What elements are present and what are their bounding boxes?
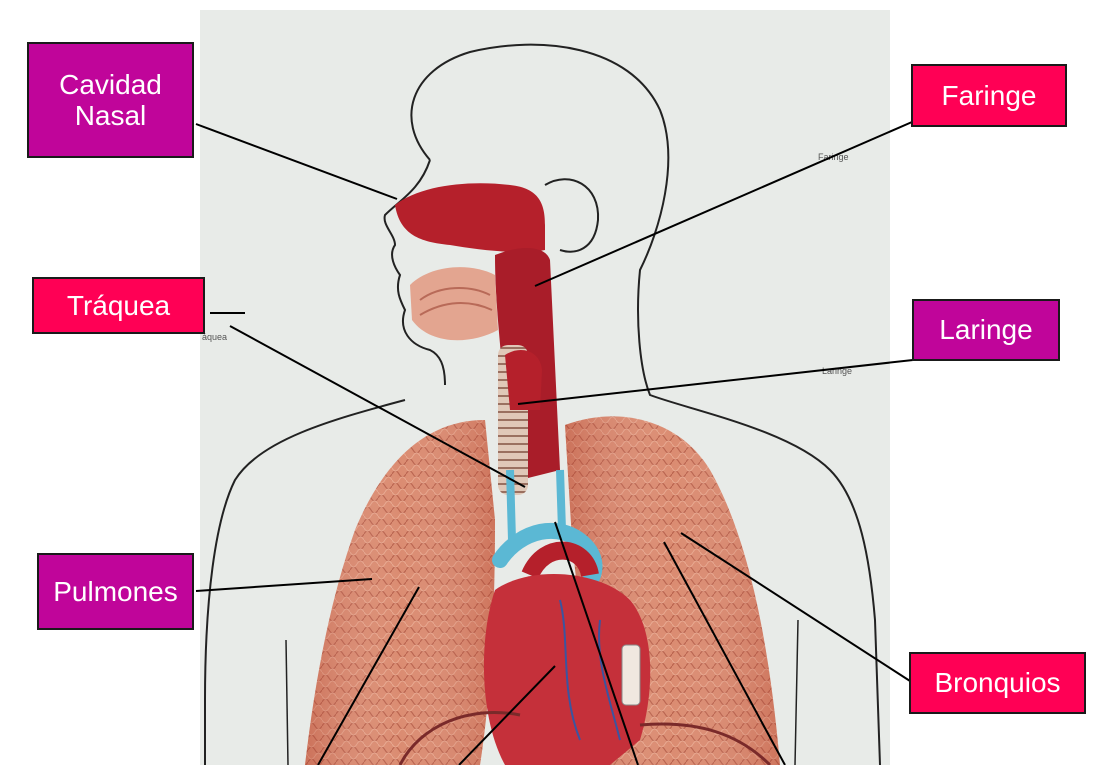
label-bronquios: Bronquios xyxy=(909,652,1086,714)
label-cavidad-nasal: Cavidad Nasal xyxy=(27,42,194,158)
device-shape xyxy=(622,645,640,705)
label-pulmones: Pulmones xyxy=(37,553,194,630)
label-traquea: Tráquea xyxy=(32,277,205,334)
label-laringe: Laringe xyxy=(912,299,1060,361)
label-faringe: Faringe xyxy=(911,64,1067,127)
printed-traquea: áquea xyxy=(202,332,227,342)
